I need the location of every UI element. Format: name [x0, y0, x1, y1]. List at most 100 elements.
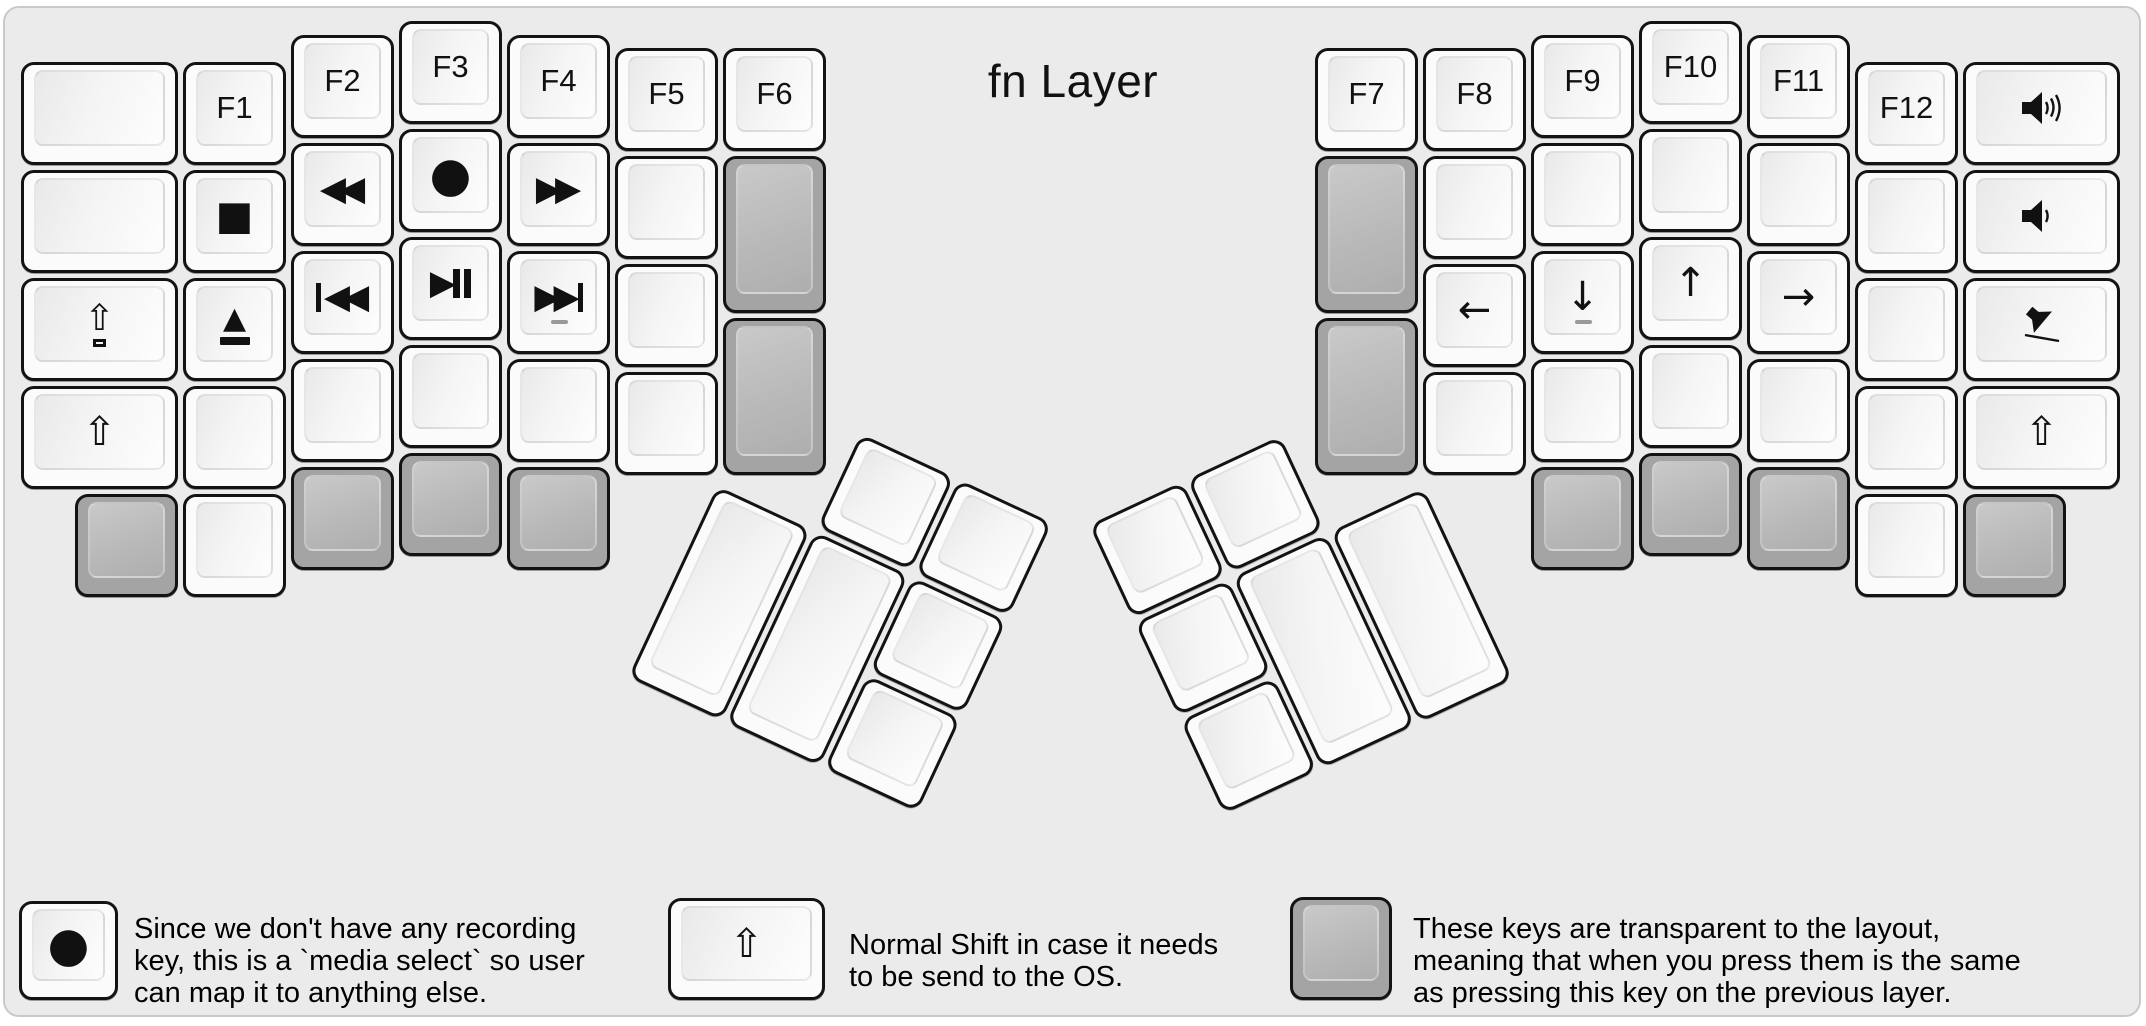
- key-arrow-up: ↑: [1639, 237, 1742, 340]
- keycap-surface: [1544, 475, 1621, 551]
- keycap-surface: ▶▶: [520, 151, 597, 227]
- speaker-icon: [2021, 92, 2061, 124]
- key-f12: F12: [1855, 62, 1958, 165]
- key-f4: F4: [507, 35, 610, 138]
- keycap-surface: [196, 394, 273, 470]
- key-blank: [1855, 494, 1958, 597]
- key-f9: F9: [1531, 35, 1634, 138]
- key-label: F7: [1348, 76, 1385, 111]
- keycap-surface: [628, 380, 705, 456]
- key-blank: [183, 386, 286, 489]
- caps-lock-icon: ⇧: [84, 301, 115, 347]
- keycap-surface: [1760, 475, 1837, 551]
- keycap-surface: [1436, 164, 1513, 240]
- keycap-surface: [1652, 353, 1729, 429]
- key-transparent: [1639, 453, 1742, 556]
- key-transparent: [723, 318, 826, 475]
- arrow-up-icon: ↑: [1673, 260, 1708, 306]
- key-transparent: [399, 453, 502, 556]
- key-transparent: [1531, 467, 1634, 570]
- key-blank: [291, 359, 394, 462]
- keycap-surface: [889, 589, 992, 692]
- key-label: F11: [1772, 63, 1825, 98]
- keycap-surface: [412, 353, 489, 429]
- key-stop: ■: [183, 170, 286, 273]
- keycap-surface: [34, 70, 165, 146]
- keycap-surface: [1868, 286, 1945, 362]
- keycap-surface: [1760, 151, 1837, 227]
- homing-dash: [550, 320, 568, 324]
- key-record: ●: [399, 129, 502, 232]
- key-label: F10: [1663, 49, 1718, 84]
- legend-text-line: Since we don't have any recording: [134, 913, 577, 945]
- keycap-surface: ⇧: [681, 906, 812, 981]
- key-volume-down: [1963, 170, 2120, 273]
- legend-text-line: can map it to anything else.: [134, 977, 488, 1009]
- key-label: F5: [648, 76, 685, 111]
- layer-title: fn Layer: [987, 55, 1159, 107]
- key-rewind: ◀◀: [291, 143, 394, 246]
- shift-icon: ⇧: [729, 920, 764, 967]
- key-transparent: [723, 156, 826, 313]
- key-blank: [1855, 278, 1958, 381]
- keycap-surface: ▶: [412, 245, 489, 321]
- keycap-surface: F6: [736, 56, 813, 132]
- key-blank: [1855, 386, 1958, 489]
- key-label: F12: [1879, 90, 1934, 125]
- key-transparent: [291, 467, 394, 570]
- key-transparent: [1315, 156, 1418, 313]
- keycap-surface: [1868, 178, 1945, 254]
- key-label: F6: [756, 76, 793, 111]
- keycap-surface: ▶▶: [520, 259, 597, 335]
- key-shift: ⇧: [1963, 386, 2120, 489]
- stop-icon: ■: [215, 193, 254, 239]
- keycap-surface: [520, 367, 597, 443]
- key-f6: F6: [723, 48, 826, 151]
- key-blank: [21, 170, 178, 273]
- keycap-surface: [736, 164, 813, 294]
- keycap-surface: F10: [1652, 29, 1729, 105]
- key-shift: ⇧: [21, 386, 178, 489]
- keycap-surface: [628, 272, 705, 348]
- shift-icon: ⇧: [82, 409, 117, 455]
- keycap-surface: [843, 687, 946, 790]
- key-mute: [1963, 278, 2120, 381]
- keycap-surface: F12: [1868, 70, 1945, 146]
- key-blank: [1747, 359, 1850, 462]
- record-icon: ●: [47, 917, 90, 973]
- record-icon: ●: [429, 147, 472, 203]
- keycap-surface: F9: [1544, 43, 1621, 119]
- legend-text-line: as pressing this key on the previous lay…: [1413, 977, 1952, 1009]
- keycap-surface: ↓: [1544, 259, 1621, 335]
- mute-icon: [2024, 306, 2059, 343]
- keycap-surface: F4: [520, 43, 597, 119]
- key-eject: ▲: [183, 278, 286, 381]
- keycap-surface: ●: [32, 909, 105, 981]
- key-label: F2: [324, 63, 361, 98]
- keycap-surface: [1976, 70, 2107, 146]
- legend-key-transparent: [1290, 897, 1392, 1000]
- keycap-surface: ◀◀: [304, 151, 381, 227]
- key-prev-track: ◀◀: [291, 251, 394, 354]
- key-transparent: [1315, 318, 1418, 475]
- key-transparent: [75, 494, 178, 597]
- keycap-surface: [1760, 367, 1837, 443]
- key-next-track: ▶▶: [507, 251, 610, 354]
- arrow-right-icon: →: [1781, 274, 1816, 320]
- keycap-surface: F8: [1436, 56, 1513, 132]
- legend-key-shift: ⇧: [668, 898, 825, 1000]
- legend-text-line: Normal Shift in case it needs: [849, 929, 1219, 961]
- key-blank: [21, 62, 178, 165]
- keycap-surface: [196, 502, 273, 578]
- key-blank: [1639, 345, 1742, 448]
- keycap-surface: F5: [628, 56, 705, 132]
- speaker-icon: [2021, 200, 2049, 232]
- keycap-surface: [1544, 367, 1621, 443]
- keycap-surface: F7: [1328, 56, 1405, 132]
- keycap-surface: F2: [304, 43, 381, 119]
- keycap-surface: [412, 461, 489, 537]
- key-play-pause: ▶: [399, 237, 502, 340]
- keycap-surface: [1202, 448, 1304, 550]
- keycap-surface: F11: [1760, 43, 1837, 119]
